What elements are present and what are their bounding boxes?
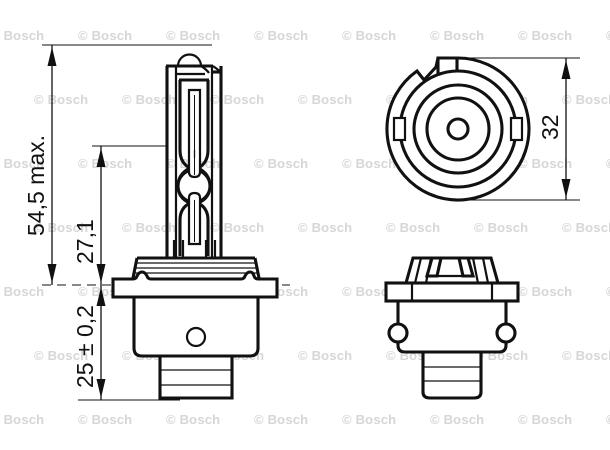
watermark-text: © Bosch: [0, 156, 44, 171]
watermark-text: © Bosch: [562, 348, 610, 363]
arrowhead-flange-top: [561, 60, 571, 79]
front-lug-right: [495, 322, 517, 344]
side-view: 54,5 max. 27,1 25 ± 0,2: [23, 44, 290, 401]
side-view-dimension-lines: [47, 45, 106, 400]
support-wire-loop: [176, 53, 203, 67]
front-shroud-rib-left-1: [413, 257, 423, 284]
watermark-text: © Bosch: [166, 412, 220, 427]
support-wire-tail: [200, 65, 210, 74]
watermark-text: © Bosch: [518, 412, 572, 427]
base-cap-body: [132, 295, 260, 358]
base-rim-right-wall: [253, 257, 261, 279]
arrowhead-arc-top: [96, 148, 106, 167]
arrowhead-base-bottom: [96, 379, 106, 398]
watermark-text: © Bosch: [34, 92, 88, 107]
watermark-text: © Bosch: [562, 220, 610, 235]
watermark-text: © Bosch: [518, 28, 572, 43]
watermark-text: © Bosch: [606, 284, 610, 299]
terminal-pins: [172, 240, 217, 258]
base-contact-sleeve: [158, 354, 234, 400]
watermark-text: © Bosch: [298, 92, 352, 107]
watermark-text: © Bosch: [122, 220, 176, 235]
watermark-text: © Bosch: [606, 156, 610, 171]
watermark-text: © Bosch: [474, 220, 528, 235]
base-cap-vent-hole: [185, 326, 207, 348]
watermark-text: © Bosch: [430, 412, 484, 427]
watermark-text: © Bosch: [0, 284, 44, 299]
dimension-label-arc-height: 27,1: [72, 219, 98, 264]
arrowhead-overall-bottom: [47, 264, 57, 283]
watermark-text: © Bosch: [78, 28, 132, 43]
watermark-text: © Bosch: [606, 412, 610, 427]
watermark-text: © Bosch: [210, 220, 264, 235]
watermark-text: © Bosch: [0, 28, 44, 43]
arrowhead-overall-top: [47, 47, 57, 66]
watermark-text: © Bosch: [254, 156, 308, 171]
arrowhead-arc-bottom: [96, 264, 106, 283]
dimension-label-base-height: 25 ± 0,2: [72, 305, 98, 388]
watermark-text: © Bosch: [78, 156, 132, 171]
bulb-side-body: [111, 53, 279, 400]
front-shroud-rib-right-2: [481, 257, 490, 284]
watermark-text: © Bosch: [606, 28, 610, 43]
watermark-text: © Bosch: [298, 348, 352, 363]
dimension-label-flange-diameter: 32: [537, 114, 563, 140]
top-view: 32: [385, 56, 580, 202]
watermark-text: © Bosch: [430, 28, 484, 43]
front-shroud-rib-right-1: [471, 257, 480, 284]
watermark-text: © Bosch: [342, 412, 396, 427]
watermark-text: © Bosch: [78, 412, 132, 427]
dimension-label-overall-height: 54,5 max.: [23, 135, 49, 236]
watermark-text: © Bosch: [254, 28, 308, 43]
watermark-text: © Bosch: [298, 220, 352, 235]
watermark-text: © Bosch: [518, 284, 572, 299]
watermark-text: © Bosch: [166, 28, 220, 43]
watermark-text: © Bosch: [342, 284, 396, 299]
front-contact-sleeve: [421, 350, 483, 400]
watermark-text: © Bosch: [34, 220, 88, 235]
watermark-text: © Bosch: [562, 92, 610, 107]
arrowhead-base-top: [96, 287, 106, 306]
watermark-text: © Bosch: [210, 92, 264, 107]
watermark-text: © Bosch: [342, 156, 396, 171]
watermark-text: © Bosch: [518, 156, 572, 171]
arrowhead-flange-bottom: [561, 179, 571, 198]
flange-lug-right: [509, 116, 524, 142]
watermark-text: © Bosch: [386, 220, 440, 235]
watermark-text: © Bosch: [254, 412, 308, 427]
bosch-watermark-layer: © Bosch © Bosch © Bosch © Bosch © Bosch © Bos…: [0, 28, 610, 427]
shield-top-bevel-right: [212, 65, 222, 73]
base-flange-plate: [111, 270, 279, 299]
watermark-text: © Bosch: [122, 92, 176, 107]
flange-centre-hole: [446, 117, 470, 141]
front-cap-body: [396, 299, 508, 354]
front-flange-plate: [384, 281, 520, 303]
flange-lug-left: [392, 116, 407, 142]
watermark-text: © Bosch: [34, 348, 88, 363]
front-lug-left: [387, 322, 409, 344]
base-rim-left-wall: [131, 257, 139, 279]
watermark-text: © Bosch: [342, 28, 396, 43]
front-view: [384, 256, 520, 400]
watermark-text: © Bosch: [0, 412, 44, 427]
